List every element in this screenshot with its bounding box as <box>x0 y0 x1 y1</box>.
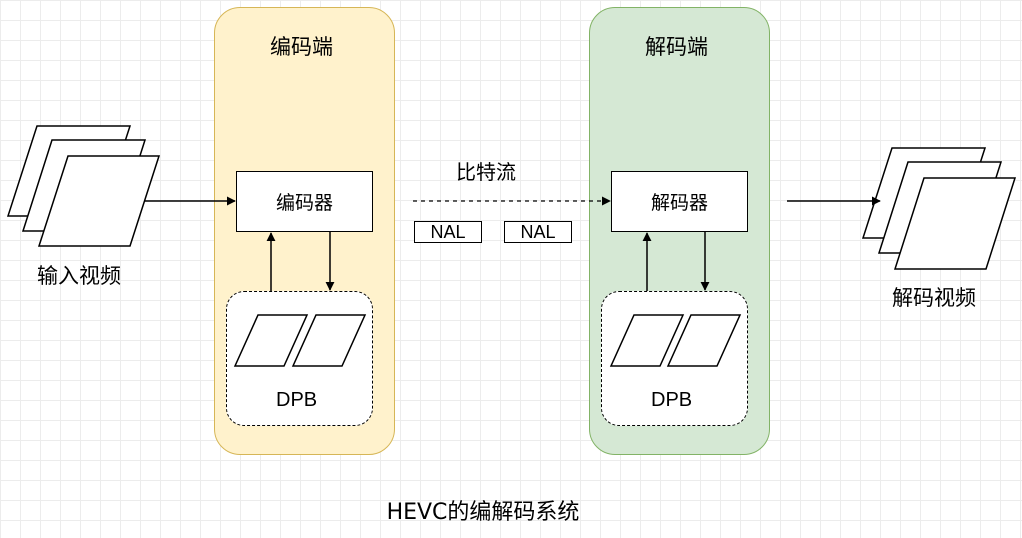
output-frame-front <box>893 177 1017 270</box>
decoder-dpb-frame-1 <box>609 314 685 367</box>
diagram-title: HEVC的编解码系统 <box>386 500 580 525</box>
encoder-dpb-frames <box>233 314 367 367</box>
nal-unit-1: NAL <box>414 221 482 243</box>
input-video-label: 输入视频 <box>37 264 121 288</box>
bitstream-label: 比特流 <box>456 160 516 184</box>
decoder-block: 解码器 <box>611 171 748 232</box>
output-video-label: 解码视频 <box>892 286 976 310</box>
decoder-dpb-frames <box>609 314 742 367</box>
encoder-dpb-frame-1 <box>233 314 309 367</box>
nal-unit-2: NAL <box>504 221 572 243</box>
encoder-dpb-frame-2 <box>291 314 367 367</box>
input-frame-front <box>37 155 161 247</box>
decoder-dpb-frame-2 <box>666 314 742 367</box>
encoder-block-label: 编码器 <box>275 192 333 214</box>
encoder-side-title: 编码端 <box>270 35 333 59</box>
output-video-frames <box>861 147 1017 270</box>
encoder-dpb-label: DPB <box>276 389 318 411</box>
encoder-block: 编码器 <box>236 171 373 232</box>
decoder-dpb-label: DPB <box>651 389 693 411</box>
input-video-frames <box>6 125 161 247</box>
decoder-block-label: 解码器 <box>650 192 708 214</box>
decoder-side-title: 解码端 <box>645 35 708 59</box>
